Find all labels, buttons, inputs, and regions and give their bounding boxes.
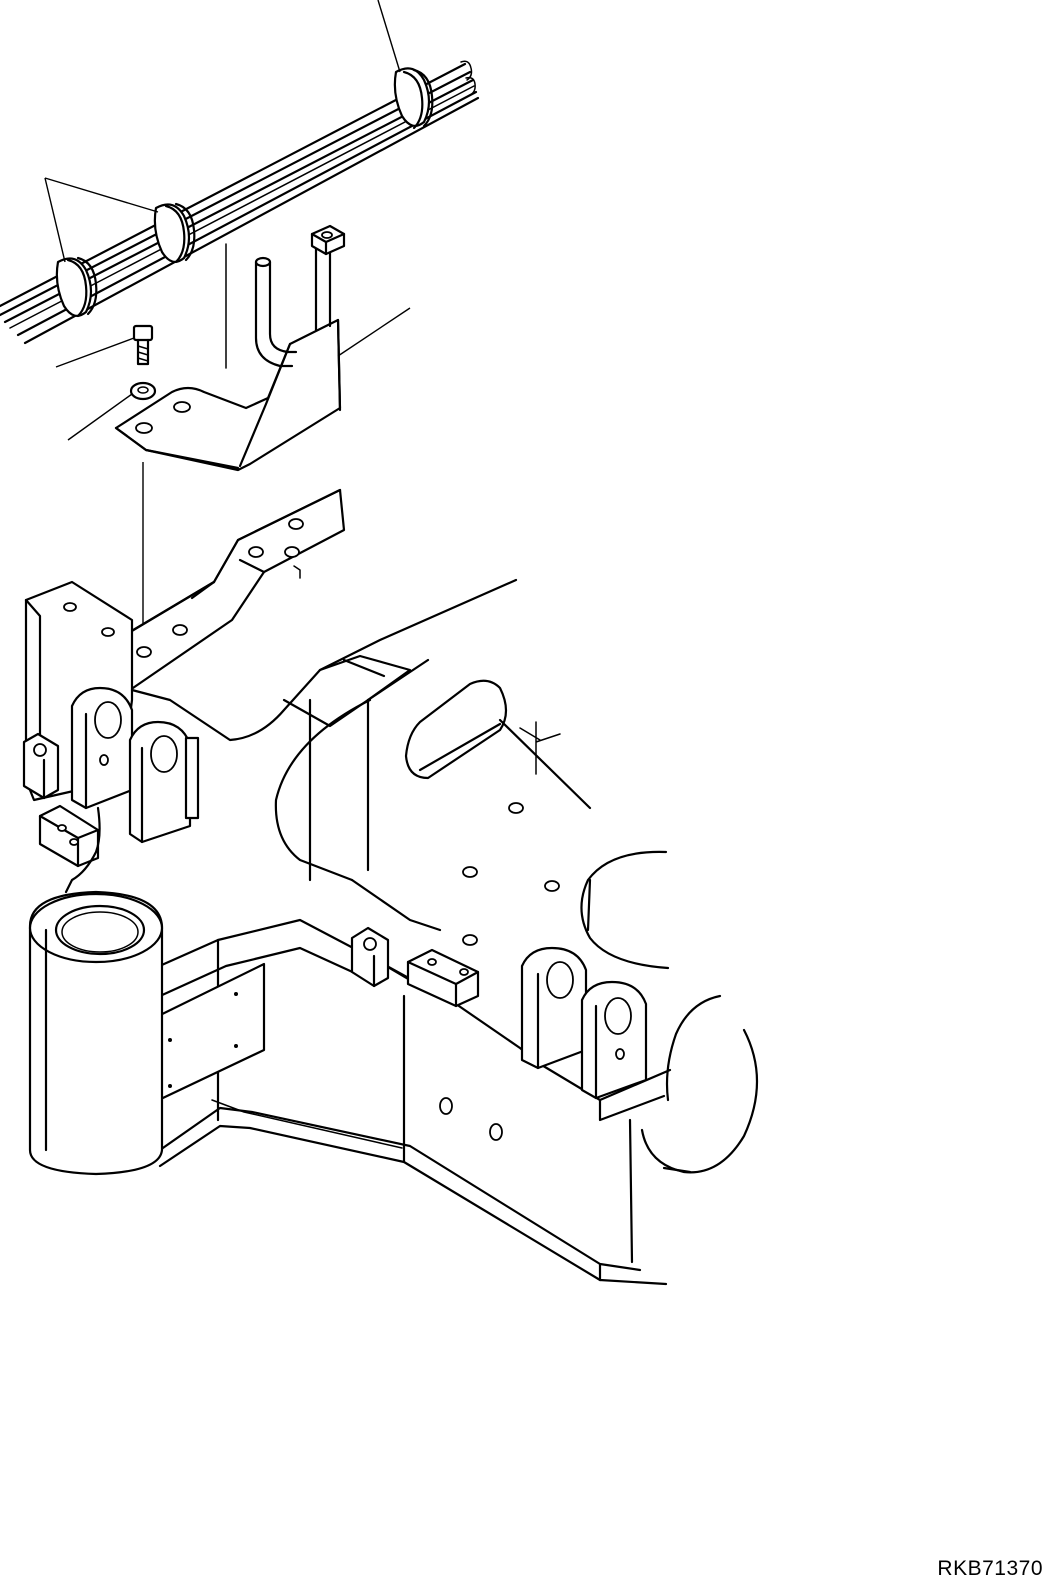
- block-left: [40, 806, 98, 866]
- pivot-boss: [30, 892, 162, 1174]
- pipe-fitting-right: [312, 226, 344, 330]
- hose-clamp-top: [395, 68, 432, 128]
- leader-line-washer: [68, 394, 132, 440]
- leader-line-clamp-middle: [45, 178, 158, 212]
- washer: [131, 383, 155, 399]
- drawing-code-label: RKB71370: [937, 1557, 1043, 1580]
- pin-lug-right-b: [582, 982, 646, 1098]
- hose-bracket: [116, 320, 340, 470]
- cover-plate: [146, 964, 264, 1106]
- leader-line-clamp-top: [378, 0, 400, 72]
- leader-line-bracket: [338, 308, 410, 356]
- pin-lug-left-b: [130, 722, 198, 842]
- pin-lug-right-a: [522, 948, 586, 1068]
- hose-clamp-bottom: [57, 258, 96, 316]
- leader-line-bolt: [56, 338, 134, 367]
- mounting-plate: [130, 490, 344, 690]
- clip-right: [352, 928, 388, 986]
- track-frame: [132, 580, 757, 1284]
- clip-left: [24, 734, 58, 798]
- pin-lug-left-a: [72, 688, 132, 808]
- block-right: [408, 950, 478, 1006]
- frame-edge-left: [66, 808, 100, 892]
- leader-line-clamp-bottom: [45, 178, 65, 262]
- pipe-fitting-left: [256, 258, 296, 366]
- hose-clamp-middle: [155, 204, 194, 262]
- bolt: [134, 326, 152, 364]
